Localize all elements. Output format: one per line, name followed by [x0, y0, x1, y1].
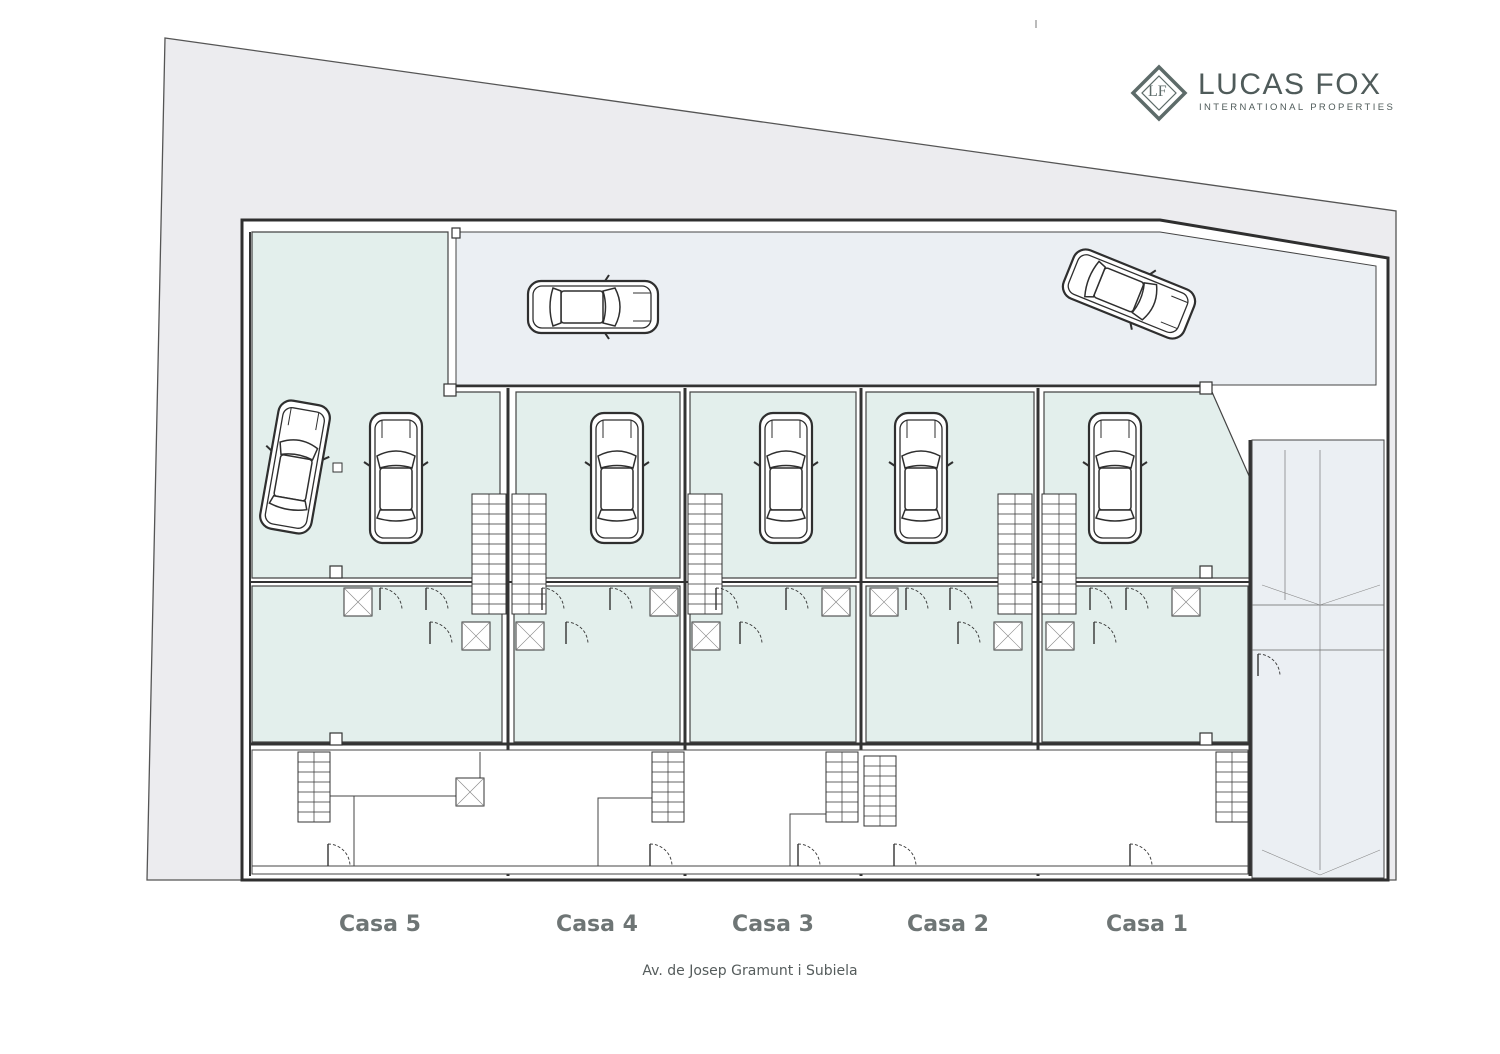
brand-name: LUCAS FOX: [1198, 68, 1382, 101]
car-icon: [526, 273, 660, 341]
street-level-strip: [251, 749, 1249, 875]
car-icon: [752, 411, 820, 545]
street-name: Av. de Josep Gramunt i Subiela: [642, 963, 858, 979]
car-icon: [1081, 411, 1149, 545]
casa-3-label: Casa 3: [732, 912, 814, 937]
diamond-logo-icon: [1130, 64, 1188, 122]
brand-tagline: INTERNATIONAL PROPERTIES: [1199, 102, 1396, 113]
car-icon: [887, 411, 955, 545]
common-courtyard: [455, 231, 1377, 386]
casa-4-label: Casa 4: [556, 912, 638, 937]
car-icon: [362, 411, 430, 545]
casa-5-label: Casa 5: [339, 912, 421, 937]
casa-2-label: Casa 2: [907, 912, 989, 937]
casa-1-label: Casa 1: [1106, 912, 1188, 937]
logo-monogram: LF: [1148, 83, 1167, 100]
side-lane: [1251, 439, 1385, 879]
car-icon: [583, 411, 651, 545]
brand-logo: LF LUCAS FOX INTERNATIONAL PROPERTIES: [1130, 64, 1400, 124]
casa-5-room: [251, 585, 503, 743]
